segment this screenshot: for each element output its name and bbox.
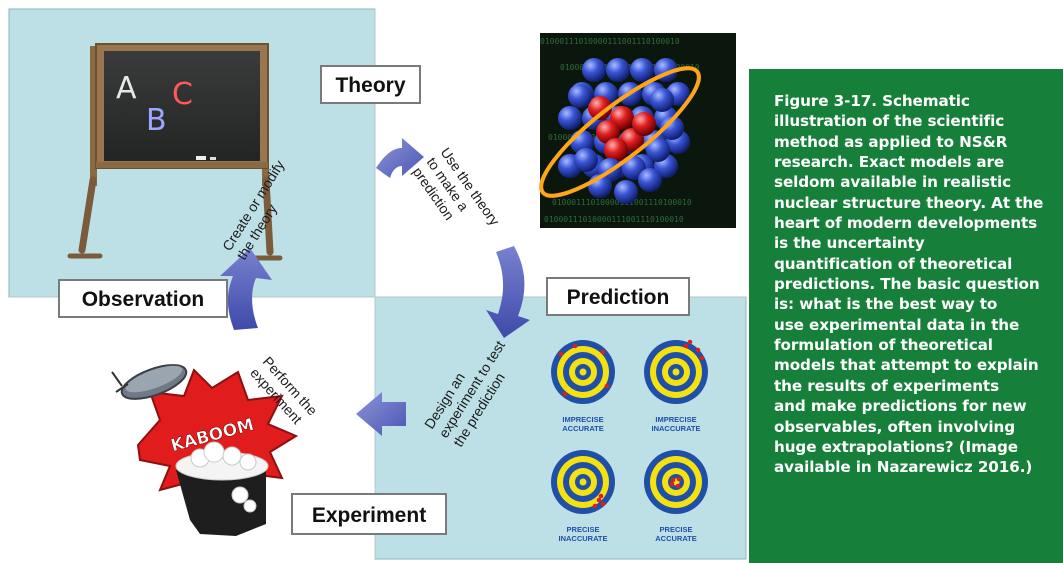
target-ring [672, 368, 680, 376]
target-ring [579, 368, 587, 376]
neutron-sphere [568, 84, 592, 108]
proton-sphere [588, 96, 612, 120]
target-caption-line1: PRECISE [567, 525, 600, 534]
arrow-text-use-theory: Use the theory to make a prediction [410, 145, 505, 251]
arrow-theory-to-use [376, 138, 424, 178]
proton-sphere [596, 120, 620, 144]
chalkboard-illustration: A B C [67, 43, 283, 261]
neutron-sphere [646, 138, 670, 162]
target-caption-line2: ACCURATE [562, 424, 604, 433]
neutron-sphere [630, 58, 654, 82]
neutron-sphere [574, 148, 598, 172]
binary-background-text: 01000111010000111001110100010 [540, 37, 680, 46]
target-shot-mark [675, 483, 681, 489]
neutron-sphere [582, 58, 606, 82]
neutron-sphere [558, 106, 582, 130]
target-caption-line1: PRECISE [660, 525, 693, 534]
neutron-sphere [638, 168, 662, 192]
target-caption-line2: ACCURATE [655, 534, 697, 543]
target-shot-mark [699, 355, 705, 361]
label-prediction: Prediction [567, 286, 670, 309]
label-box-prediction: Prediction [546, 277, 690, 316]
label-box-observation: Observation [58, 279, 228, 318]
label-observation: Observation [82, 288, 205, 311]
neutron-sphere [650, 88, 674, 112]
neutron-sphere [660, 116, 684, 140]
target-shot-mark [695, 347, 701, 353]
targets-illustration: IMPRECISEACCURATEIMPRECISEINACCURATEPREC… [551, 339, 708, 543]
figure-caption: Figure 3-17. Schematic illustration of t… [774, 92, 1044, 477]
target-caption-line1: IMPRECISE [655, 415, 696, 424]
target-caption-line2: INACCURATE [558, 534, 607, 543]
target-ring [579, 478, 587, 486]
neutron-sphere [614, 180, 638, 204]
label-box-theory: Theory [320, 65, 421, 104]
target-shot-mark [670, 477, 676, 483]
chalk-letter-a: A [116, 71, 137, 106]
proton-sphere [604, 138, 628, 162]
target-shot-mark [562, 391, 568, 397]
target-shot-mark [676, 476, 682, 482]
arrow-use-to-prediction [486, 246, 530, 338]
target-shot-mark [596, 497, 602, 503]
label-experiment: Experiment [312, 504, 426, 527]
chalk-letter-c: C [172, 77, 193, 112]
target-shot-mark [558, 351, 564, 357]
target-caption-line1: IMPRECISE [562, 415, 603, 424]
target-shot-mark [683, 343, 689, 349]
label-theory: Theory [335, 74, 405, 97]
arrow-observation-to-theory [220, 248, 272, 330]
neutron-sphere [606, 58, 630, 82]
kaboom-illustration: KABOOM [111, 364, 299, 536]
cycle-arrows [220, 138, 530, 436]
caption-box: Figure 3-17. Schematic illustration of t… [749, 69, 1063, 563]
nucleus-illustration: 01000111010000111001110100010 0100011101… [539, 33, 736, 228]
target-shot-mark [600, 349, 606, 355]
target-shot-mark [598, 493, 604, 499]
binary-background-text: 01000111010000111001110100010 [544, 215, 684, 224]
arrow-design-to-experiment [356, 392, 406, 436]
target-shot-mark [600, 501, 606, 507]
target-shot-mark [604, 383, 610, 389]
target-shot-mark [572, 343, 578, 349]
label-box-experiment: Experiment [291, 493, 447, 535]
target-shot-mark [669, 481, 675, 487]
binary-background-text: 01000111010000111001110100010 [560, 63, 700, 72]
target-shot-mark [592, 503, 598, 509]
target-shot-mark [687, 339, 693, 345]
proton-sphere [632, 112, 656, 136]
target-caption-line2: INACCURATE [651, 424, 700, 433]
chalk-letter-b: B [146, 103, 167, 138]
